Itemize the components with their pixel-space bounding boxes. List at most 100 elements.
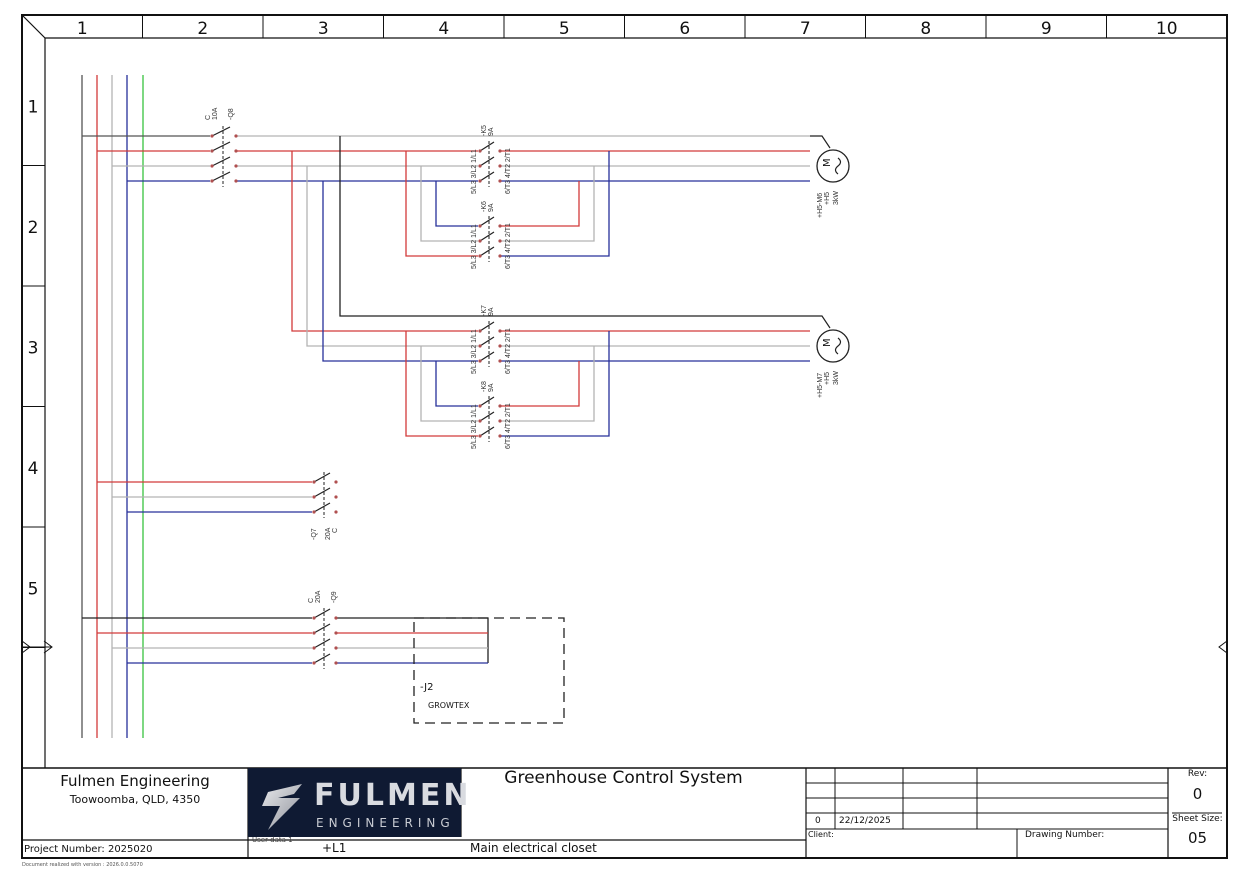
terminal [498, 359, 502, 363]
component-labels: C 10A -Q8 -K5 9A 5/L3 3/L2 1/L1 6/T3 4/T… [205, 107, 840, 603]
project-number-value: 2025020 [107, 844, 153, 855]
q9-rating: 20A [315, 590, 322, 603]
terminal [478, 329, 482, 333]
terminal [334, 510, 338, 514]
pole-contact [479, 231, 495, 242]
revision-date: 22/12/2025 [839, 816, 891, 826]
pole-contact [479, 351, 495, 362]
m6-tag: +H5-M6 [817, 193, 824, 218]
terminal [312, 510, 316, 514]
title-block-grid [22, 767, 1227, 858]
column-label: 10 [1156, 19, 1178, 39]
terminal [478, 239, 482, 243]
revision-number: 0 [815, 816, 821, 826]
terminal [312, 495, 316, 499]
contactor-k8[interactable] [478, 396, 502, 442]
pole-contact [211, 141, 231, 152]
device-j2-growtex[interactable]: -J2 GROWTEX [413, 617, 565, 724]
terminal [498, 179, 502, 183]
switch-symbols [210, 126, 502, 669]
terminal [334, 646, 338, 650]
motor-m7[interactable]: M [810, 315, 850, 363]
terminal [478, 434, 482, 438]
terminal [234, 149, 238, 153]
motor-m-label: M [822, 158, 833, 167]
terminal [312, 480, 316, 484]
row-label: 4 [28, 459, 39, 479]
k7-rating: 9A [488, 307, 495, 316]
column-label: 3 [318, 19, 329, 39]
k6-pins-out: 6/T3 4/T2 2/T1 [505, 223, 512, 269]
pole-contact [313, 487, 331, 498]
terminal [498, 224, 502, 228]
wiring [82, 135, 810, 664]
column-dividers [142, 15, 1107, 38]
breaker-q8[interactable] [210, 126, 238, 187]
q7-rating: 20A [325, 527, 332, 540]
cross-reference-arrow-left[interactable] [21, 640, 53, 654]
terminal [478, 359, 482, 363]
terminal [478, 164, 482, 168]
pole-contact [313, 623, 331, 634]
terminal [498, 344, 502, 348]
terminal [498, 164, 502, 168]
contactor-k5[interactable] [478, 141, 502, 187]
pole-contact [313, 502, 331, 513]
q8-rating: 10A [212, 107, 219, 120]
logo-main-text: FULMEN [314, 778, 472, 813]
pole-contact [479, 246, 495, 257]
row-label: 5 [28, 579, 39, 599]
breaker-q9[interactable] [312, 608, 338, 669]
terminal [334, 480, 338, 484]
terminal [210, 149, 214, 153]
pole-contact [479, 396, 495, 407]
contactor-k7[interactable] [478, 321, 502, 367]
contactor-k6[interactable] [478, 216, 502, 262]
breaker-q7[interactable] [312, 472, 338, 518]
q8-curve: C [205, 115, 212, 120]
company-address: Toowoomba, QLD, 4350 [69, 793, 201, 806]
pole-contact [211, 156, 231, 167]
lightning-logo-icon [262, 784, 302, 830]
motor-m6[interactable]: M [810, 135, 850, 183]
k5-tag: -K5 [481, 125, 488, 136]
ac-tilde-icon [834, 157, 842, 175]
cross-reference-arrow-right[interactable] [1218, 640, 1228, 654]
row-label: 2 [28, 218, 39, 238]
k7-pins-out: 6/T3 4/T2 2/T1 [505, 328, 512, 374]
q9-curve: C [308, 598, 315, 603]
pole-contact [479, 411, 495, 422]
pole-contact [313, 653, 331, 664]
j2-outline [413, 617, 565, 724]
corner-diagonal [21, 14, 46, 39]
terminal [334, 631, 338, 635]
company-logo: FULMEN ENGINEERING [248, 768, 468, 837]
sheet-border [21, 14, 1228, 859]
motor-symbol-circle [816, 149, 850, 183]
terminal [498, 419, 502, 423]
column-label: 6 [679, 19, 690, 39]
terminal [234, 134, 238, 138]
terminal [498, 239, 502, 243]
terminal [334, 661, 338, 665]
terminal [478, 254, 482, 258]
ac-tilde-icon [834, 337, 842, 355]
column-label: 7 [800, 19, 811, 39]
sheet-size-value: 05 [1187, 829, 1208, 847]
terminal [478, 224, 482, 228]
pole-contact [479, 336, 495, 347]
drawing-description: Main electrical closet [470, 841, 597, 855]
terminal [312, 661, 316, 665]
m7-tag: +H5-M7 [817, 373, 824, 398]
terminal [334, 495, 338, 499]
m7-location: +H5 [824, 372, 831, 385]
column-label: 1 [77, 19, 88, 39]
row-label: 3 [28, 338, 39, 358]
k7-pins-in: 5/L3 3/L2 1/L1 [471, 329, 478, 374]
pole-contact [479, 216, 495, 227]
m7-power: 3kW [833, 371, 840, 385]
terminal [234, 179, 238, 183]
